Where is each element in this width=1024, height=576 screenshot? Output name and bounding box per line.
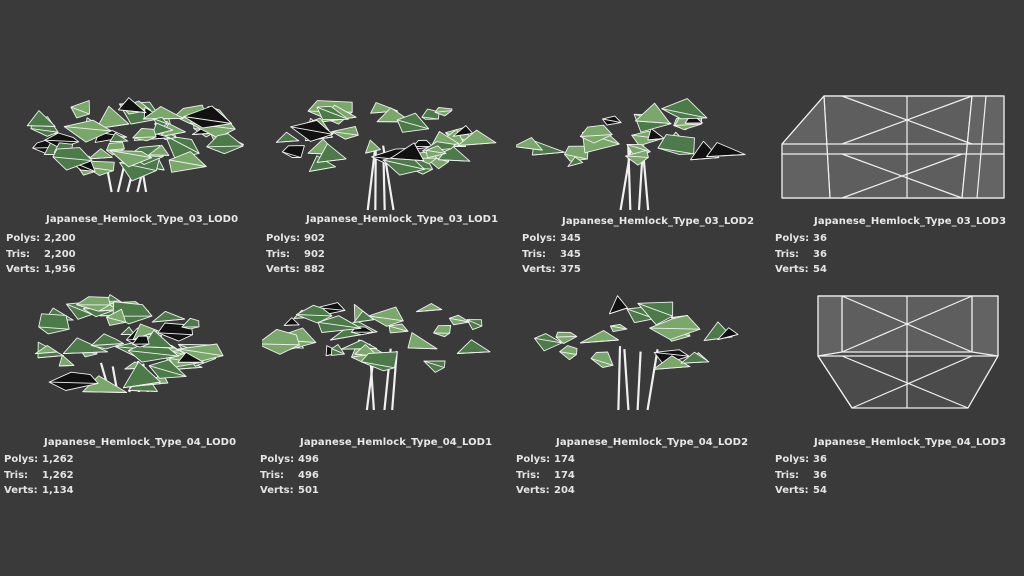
- tris-value: 174: [554, 469, 575, 481]
- model-stats: Polys:174 Tris:174 Verts:204: [516, 452, 575, 499]
- tree-wireframe-thumbnail: [262, 302, 491, 411]
- model-card-type03-lod3[interactable]: Japanese_Hemlock_Type_03_LOD3 Polys:36 T…: [772, 92, 1022, 302]
- tree-wireframe-thumbnail: [34, 294, 224, 393]
- model-name: Japanese_Hemlock_Type_04_LOD0: [44, 437, 237, 448]
- model-stats: Polys:1,262 Tris:1,262 Verts:1,134: [4, 452, 74, 499]
- model-card-type03-lod1[interactable]: Japanese_Hemlock_Type_03_LOD1 Polys:902 …: [262, 92, 512, 302]
- verts-value: 54: [813, 264, 827, 275]
- polys-value: 36: [813, 454, 827, 465]
- tris-value: 496: [298, 469, 319, 481]
- hull-wireframe-thumbnail: [781, 95, 1005, 199]
- polys-value: 902: [304, 233, 325, 244]
- model-card-type04-lod3[interactable]: Japanese_Hemlock_Type_04_LOD3 Polys:36 T…: [772, 292, 1022, 502]
- tree-wireframe-thumbnail: [275, 100, 497, 211]
- tris-value: 2,200: [44, 248, 76, 260]
- verts-value: 204: [554, 485, 575, 496]
- model-card-type04-lod0[interactable]: Japanese_Hemlock_Type_04_LOD0 Polys:1,26…: [4, 292, 256, 502]
- tris-value: 345: [560, 248, 581, 260]
- tris-value: 902: [304, 248, 325, 260]
- polys-value: 2,200: [44, 233, 76, 244]
- polys-value: 496: [298, 454, 319, 465]
- tris-value: 36: [813, 248, 827, 260]
- tris-value: 36: [813, 469, 827, 481]
- model-stats: Polys:902 Tris:902 Verts:882: [266, 231, 325, 278]
- hull-wireframe-thumbnail: [817, 295, 999, 409]
- model-stats: Polys:496 Tris:496 Verts:501: [260, 452, 319, 499]
- verts-value: 1,134: [42, 485, 74, 496]
- tree-wireframe-thumbnail: [534, 295, 739, 411]
- polys-value: 345: [560, 233, 581, 244]
- model-stats: Polys:36 Tris:36 Verts:54: [775, 231, 827, 278]
- model-card-type03-lod2[interactable]: Japanese_Hemlock_Type_03_LOD2 Polys:345 …: [516, 92, 766, 302]
- tree-wireframe-thumbnail: [26, 97, 244, 193]
- model-stats: Polys:2,200 Tris:2,200 Verts:1,956: [6, 231, 76, 278]
- tree-wireframe-thumbnail: [516, 98, 746, 211]
- polys-value: 174: [554, 454, 575, 465]
- model-card-type03-lod0[interactable]: Japanese_Hemlock_Type_03_LOD0 Polys:2,20…: [6, 92, 256, 302]
- model-card-type04-lod2[interactable]: Japanese_Hemlock_Type_04_LOD2 Polys:174 …: [516, 292, 766, 502]
- model-name: Japanese_Hemlock_Type_03_LOD3: [814, 216, 1007, 227]
- polys-value: 36: [813, 233, 827, 244]
- model-name: Japanese_Hemlock_Type_03_LOD1: [306, 214, 499, 225]
- model-name: Japanese_Hemlock_Type_04_LOD3: [814, 437, 1007, 448]
- model-name: Japanese_Hemlock_Type_03_LOD0: [46, 214, 239, 225]
- model-stats: Polys:36 Tris:36 Verts:54: [775, 452, 827, 499]
- verts-value: 501: [298, 485, 319, 496]
- verts-value: 1,956: [44, 264, 76, 275]
- verts-value: 54: [813, 485, 827, 496]
- model-name: Japanese_Hemlock_Type_03_LOD2: [562, 216, 755, 227]
- polys-value: 1,262: [42, 454, 74, 465]
- verts-value: 375: [560, 264, 581, 275]
- tris-value: 1,262: [42, 469, 74, 481]
- verts-value: 882: [304, 264, 325, 275]
- model-name: Japanese_Hemlock_Type_04_LOD2: [556, 437, 749, 448]
- model-stats: Polys:345 Tris:345 Verts:375: [522, 231, 581, 278]
- model-card-type04-lod1[interactable]: Japanese_Hemlock_Type_04_LOD1 Polys:496 …: [260, 292, 512, 502]
- model-name: Japanese_Hemlock_Type_04_LOD1: [300, 437, 493, 448]
